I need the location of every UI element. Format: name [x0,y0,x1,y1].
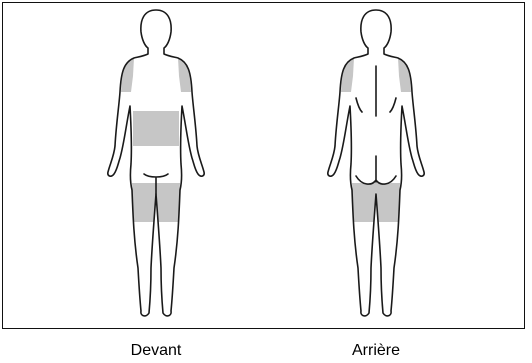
front-view-caption: Devant [86,341,226,361]
back-body-svg [306,6,446,324]
front-body-svg [86,6,226,324]
front-abdomen-zone [133,111,179,146]
front-body-figure [86,6,226,324]
back-view-caption: Arrière [306,341,446,361]
back-buttocks-line [356,156,396,184]
back-body-figure [306,6,446,324]
diagram-frame [2,2,525,329]
front-body-outline [108,10,204,316]
